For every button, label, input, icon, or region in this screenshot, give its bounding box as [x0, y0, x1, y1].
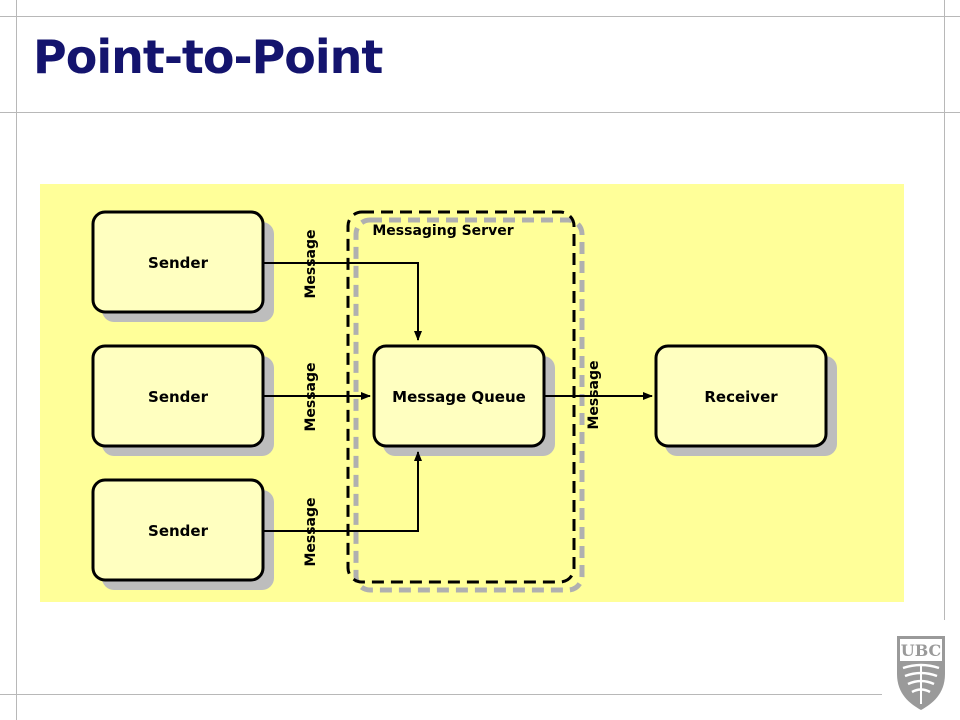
- sender-label: Sender: [148, 254, 209, 272]
- ubc-logo-text: UBC: [901, 641, 942, 660]
- message-arrow-1: [263, 262, 422, 341]
- message-label-3: Message: [303, 497, 319, 566]
- message-queue-label: Message Queue: [392, 388, 526, 406]
- receiver: Receiver: [654, 344, 837, 456]
- frame-title-rule: [0, 112, 960, 113]
- sender-1: Sender: [91, 210, 274, 322]
- messaging-server-label: Messaging Server: [372, 223, 513, 239]
- frame-top-rule: [0, 16, 960, 17]
- message-arrow-3: [263, 451, 422, 532]
- frame-bottom-rule: [0, 694, 882, 695]
- sender-label: Sender: [148, 522, 209, 540]
- point-to-point-diagram: Messaging Server Sender Sender Sender Me…: [40, 184, 904, 602]
- frame-right-rule: [944, 0, 945, 620]
- sender-label: Sender: [148, 388, 209, 406]
- receiver-label: Receiver: [704, 388, 778, 406]
- message-label-2: Message: [303, 362, 319, 431]
- page-title: Point-to-Point: [33, 30, 383, 84]
- sender-3: Sender: [91, 478, 274, 590]
- message-queue: Message Queue: [372, 344, 555, 456]
- frame-left-rule: [16, 0, 17, 720]
- sender-2: Sender: [91, 344, 274, 456]
- message-label-1: Message: [303, 229, 319, 298]
- message-label-out: Message: [586, 360, 602, 429]
- ubc-logo: UBC: [897, 636, 945, 710]
